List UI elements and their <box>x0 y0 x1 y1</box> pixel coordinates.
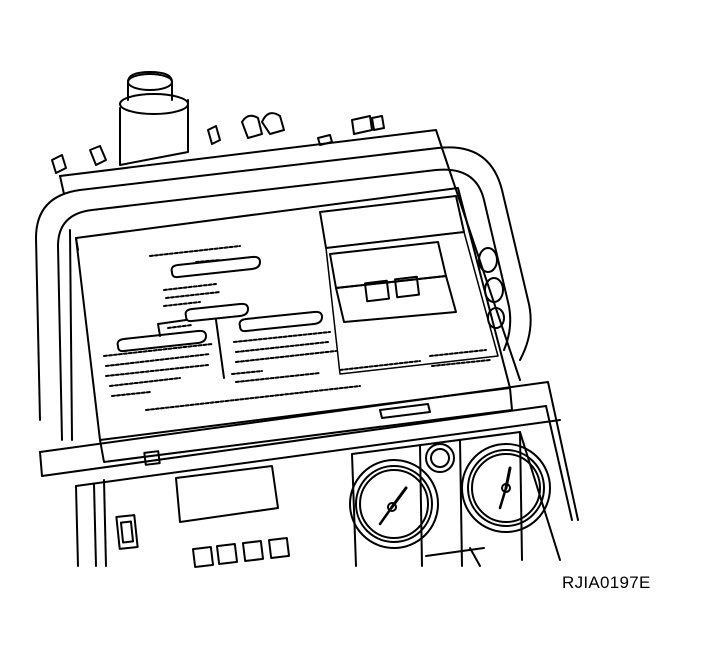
panel-text-lines <box>103 245 491 411</box>
figure-code-label: RJIA0197E <box>562 573 651 592</box>
pressure-gauge-left <box>349 459 439 549</box>
sight-glass <box>425 443 455 473</box>
top-fittings <box>51 71 385 174</box>
carrying-handle <box>35 146 532 441</box>
control-module <box>75 187 513 466</box>
front-panel <box>39 381 579 569</box>
pressure-gauge-right <box>461 443 551 533</box>
